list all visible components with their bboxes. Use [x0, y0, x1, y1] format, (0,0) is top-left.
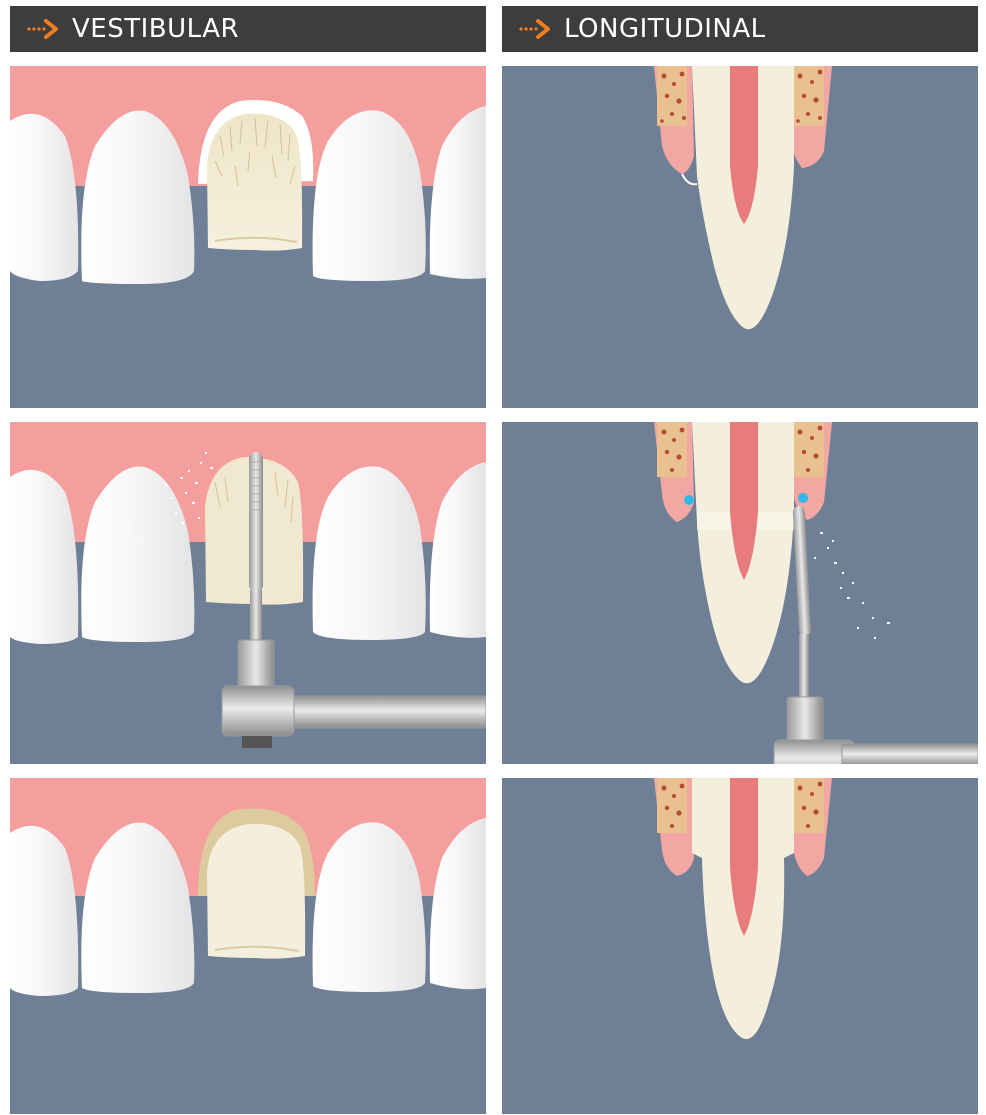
bone-right — [792, 66, 832, 168]
dental-handpiece-icon — [774, 697, 978, 764]
header-longitudinal: LONGITUDINAL — [502, 6, 978, 52]
header-title-longitudinal: LONGITUDINAL — [564, 14, 766, 44]
bone-left — [654, 66, 694, 174]
vestibular-panel-preparation — [10, 422, 486, 764]
bur-icon — [793, 506, 812, 636]
header-title-vestibular: VESTIBULAR — [72, 14, 239, 44]
dental-handpiece-icon — [222, 640, 486, 748]
header-vestibular: VESTIBULAR — [10, 6, 486, 52]
prepared-tooth — [207, 114, 302, 251]
bone-right — [792, 778, 832, 876]
vestibular-panel-before — [10, 66, 486, 408]
longitudinal-panel-before — [502, 66, 978, 408]
debris-spray — [814, 532, 890, 639]
margin-marker-left — [684, 495, 694, 505]
longitudinal-panel-preparation — [502, 422, 978, 764]
bone-left — [654, 422, 694, 522]
bone-right — [792, 422, 832, 520]
margin-marker-right — [798, 493, 808, 503]
arrow-right-icon — [518, 18, 558, 40]
arrow-right-icon — [26, 18, 66, 40]
bur-icon — [249, 452, 263, 592]
prepared-tooth — [207, 824, 305, 959]
bone-left — [654, 778, 694, 876]
longitudinal-panel-after — [502, 778, 978, 1114]
vestibular-panel-after — [10, 778, 486, 1114]
bur-shank — [250, 590, 262, 640]
